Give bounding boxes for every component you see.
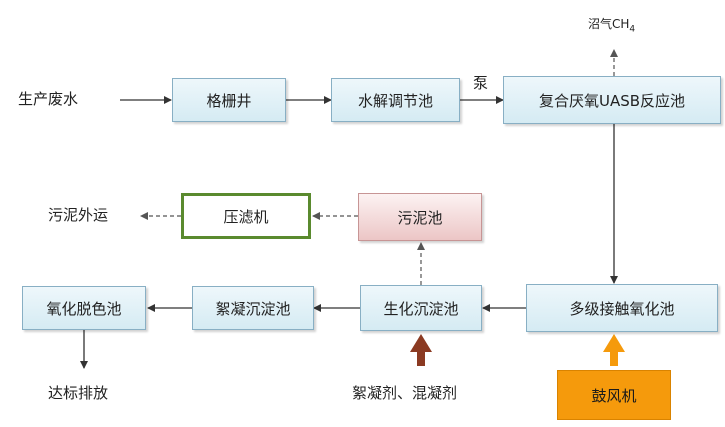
floc-sedimentation-label: 絮凝沉淀池 xyxy=(215,299,291,318)
blower-air-arrow xyxy=(603,334,625,366)
oxidation-decolor-box: 氧化脱色池 xyxy=(22,286,146,330)
floc-sedimentation-box: 絮凝沉淀池 xyxy=(192,286,314,330)
grille-well-box: 格栅井 xyxy=(172,78,286,122)
wastewater-input-label: 生产废水 xyxy=(18,90,79,108)
bio-sedimentation-label: 生化沉淀池 xyxy=(383,299,459,318)
contact-oxidation-box: 多级接触氧化池 xyxy=(526,284,718,332)
biogas-text: 沼气CH xyxy=(588,17,630,31)
discharge-label: 达标排放 xyxy=(48,384,109,402)
blower-box: 鼓风机 xyxy=(557,370,671,420)
grille-well-label: 格栅井 xyxy=(206,91,252,110)
chemical-dosing-arrow xyxy=(410,334,432,366)
hydrolysis-tank-box: 水解调节池 xyxy=(331,78,460,122)
uasb-reactor-box: 复合厌氧UASB反应池 xyxy=(503,76,721,124)
filter-press-box: 压滤机 xyxy=(181,193,311,239)
oxidation-decolor-label: 氧化脱色池 xyxy=(46,299,122,318)
filter-press-label: 压滤机 xyxy=(223,207,269,226)
pump-label: 泵 xyxy=(473,74,489,92)
biogas-label: 沼气CH4 xyxy=(588,18,635,34)
sludge-tank-label: 污泥池 xyxy=(397,208,443,227)
uasb-reactor-label: 复合厌氧UASB反应池 xyxy=(538,91,686,110)
bio-sedimentation-box: 生化沉淀池 xyxy=(360,285,482,331)
blower-label: 鼓风机 xyxy=(591,386,637,405)
biogas-subscript: 4 xyxy=(629,24,636,35)
hydrolysis-tank-label: 水解调节池 xyxy=(357,91,433,110)
sludge-out-label: 污泥外运 xyxy=(48,206,109,224)
sludge-tank-box: 污泥池 xyxy=(358,193,482,241)
contact-oxidation-label: 多级接触氧化池 xyxy=(569,299,675,318)
chemicals-label: 絮凝剂、混凝剂 xyxy=(352,384,458,402)
